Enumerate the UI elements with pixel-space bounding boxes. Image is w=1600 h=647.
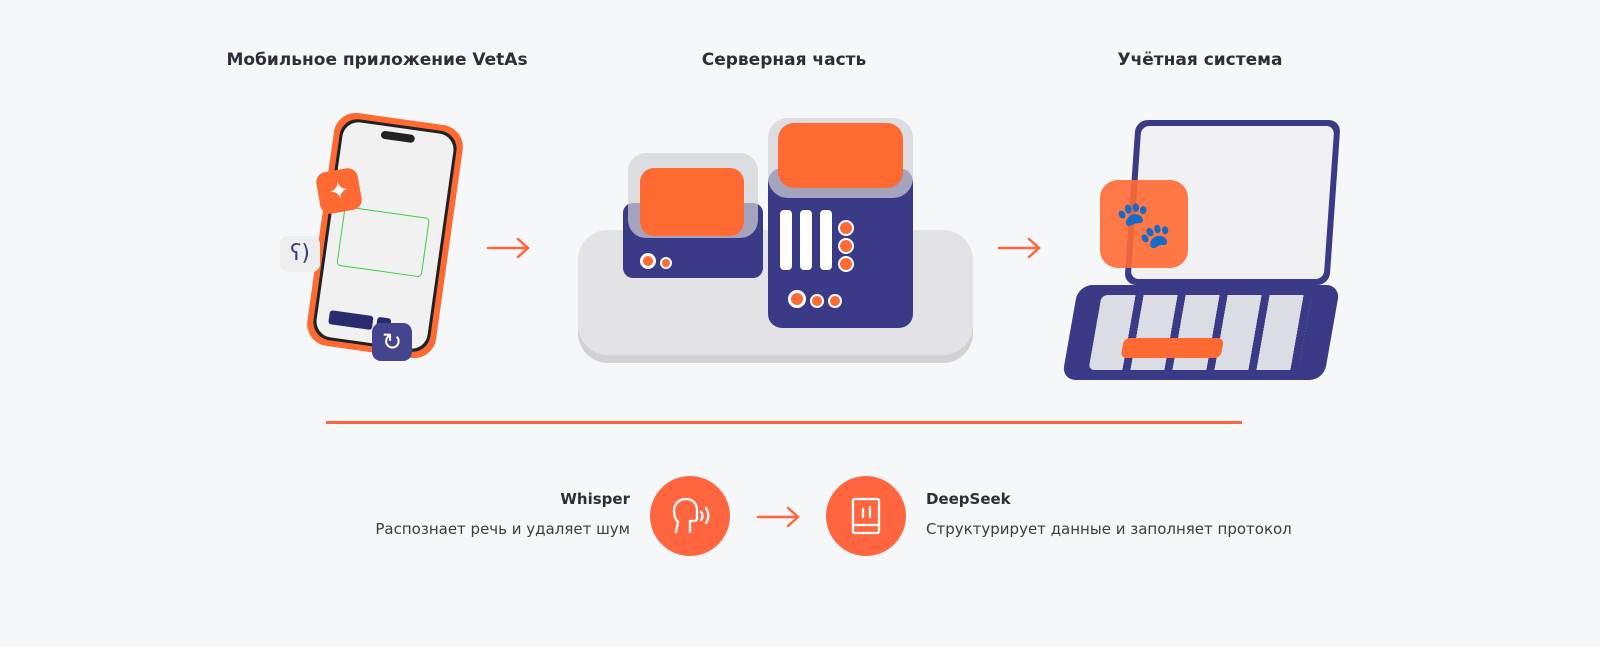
paw-icon: 🐾: [1100, 180, 1188, 268]
book-icon: [826, 476, 906, 556]
server-title: Серверная часть: [701, 50, 867, 70]
arrow-right-icon: [756, 506, 800, 528]
sparkle-icon: ✦: [314, 166, 364, 216]
speech-icon: ʕ): [280, 236, 320, 272]
laptop-illustration: 🐾: [1061, 120, 1341, 382]
mobile-app-title: Мобильное приложение VetAs: [226, 50, 528, 70]
divider-line: [326, 421, 1242, 424]
deepseek-name: DeepSeek: [926, 490, 1011, 508]
phone-illustration: ✦ ʕ) ↻: [280, 110, 466, 361]
server-illustration: [578, 118, 973, 363]
arrow-right-icon: [997, 237, 1041, 259]
whisper-name: Whisper: [560, 490, 630, 508]
accounting-title: Учётная система: [1117, 50, 1283, 70]
refresh-icon: ↻: [372, 323, 412, 361]
arrow-right-icon: [486, 237, 530, 259]
deepseek-description: Структурирует данные и заполняет протоко…: [926, 520, 1292, 538]
speech-head-icon: [650, 476, 730, 556]
whisper-description: Распознает речь и удаляет шум: [375, 520, 630, 538]
